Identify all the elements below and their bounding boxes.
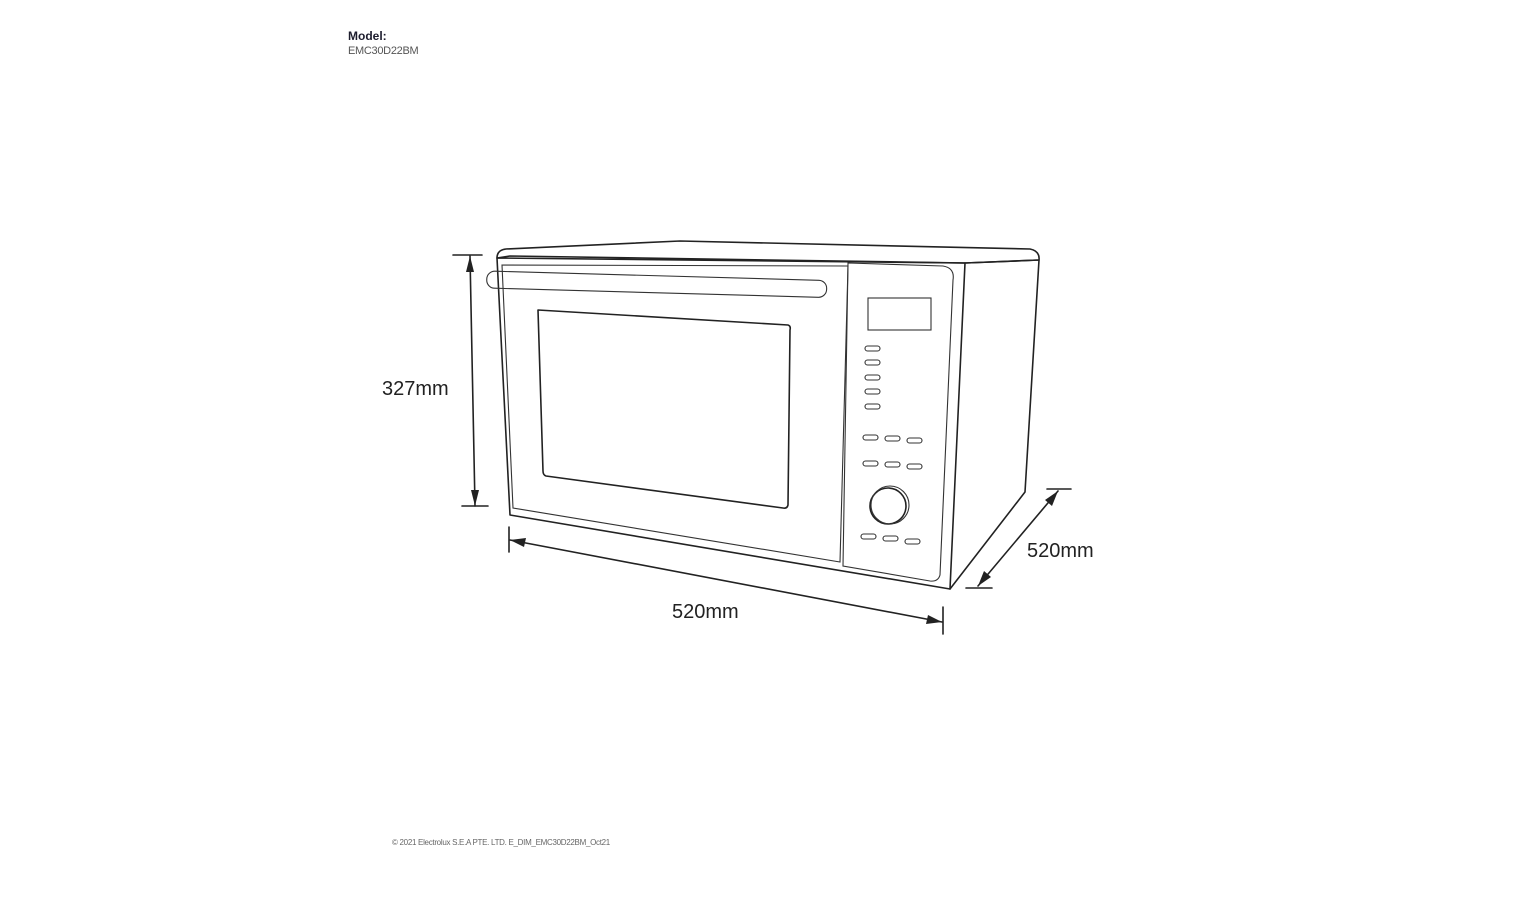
display-screen: [867, 297, 932, 331]
handle: [486, 270, 828, 298]
button: [904, 538, 921, 545]
door-frame: [501, 264, 849, 563]
button: [864, 403, 881, 410]
model-number: EMC30D22BM: [348, 45, 419, 57]
width-dimension: 520mm: [508, 526, 944, 635]
top-face: [496, 240, 1040, 264]
button: [862, 434, 879, 441]
button: [860, 533, 877, 540]
control-knob-ring: [870, 485, 910, 525]
width-label: 520mm: [672, 601, 739, 623]
door-window: [537, 309, 792, 509]
control-panel: [842, 262, 954, 582]
model-label: Model:: [348, 29, 387, 43]
copyright-footer: © 2021 Electrolux S.E.A PTE. LTD. E_DIM_…: [392, 838, 610, 847]
button: [864, 388, 881, 395]
height-label: 327mm: [382, 378, 449, 400]
button: [906, 437, 923, 444]
front-face: [496, 257, 966, 590]
button: [862, 460, 879, 467]
button: [906, 463, 923, 470]
button: [864, 374, 881, 381]
depth-dimension: 520mm: [965, 488, 1094, 589]
button: [882, 535, 899, 542]
height-dimension: 327mm: [382, 254, 489, 507]
button: [884, 461, 901, 468]
button: [884, 435, 901, 442]
button: [864, 345, 881, 352]
side-face: [949, 259, 1040, 590]
microwave-body: [486, 240, 1040, 590]
control-buttons: [860, 345, 923, 545]
depth-label: 520mm: [1027, 540, 1094, 562]
button: [864, 359, 881, 366]
